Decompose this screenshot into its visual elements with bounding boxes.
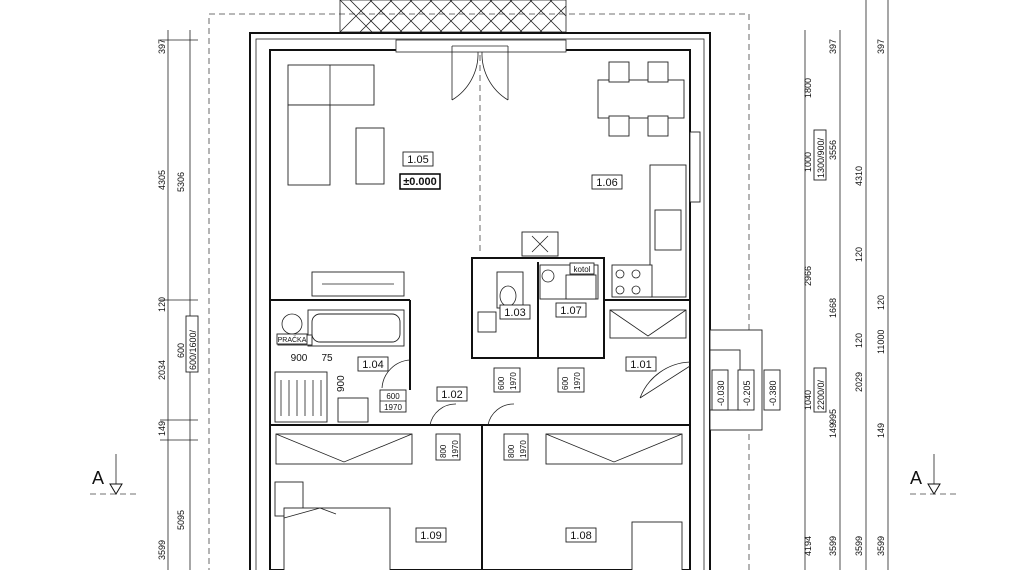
dim-left-2034: 2034 xyxy=(157,360,167,380)
section-marker-left: A xyxy=(90,454,140,495)
dim-rc-397: 397 xyxy=(876,39,886,54)
dim-r-2200-0: 2200/0/ xyxy=(816,379,826,410)
dim-rb-397: 397 xyxy=(828,39,838,54)
room-1-08: 1.08 xyxy=(570,530,591,542)
door-tag-3-h: 1970 xyxy=(573,372,582,390)
dim-rb-3599: 3599 xyxy=(854,536,864,556)
interior-doors xyxy=(381,359,691,426)
room-1-03: 1.03 xyxy=(504,307,525,319)
ext-level-3: -0.380 xyxy=(768,380,778,406)
dim-left-120: 120 xyxy=(157,297,167,312)
door-tag-2-h: 1970 xyxy=(509,372,518,390)
dim-r-1668: 1668 xyxy=(828,298,838,318)
dining-set xyxy=(597,61,685,137)
pracka-label: PRAČKA xyxy=(278,335,307,344)
dim-left-3599: 3599 xyxy=(157,540,167,560)
section-a-left: A xyxy=(92,468,104,488)
dim-rc-11000: 11000 xyxy=(876,330,886,354)
level-mark: ±0.000 xyxy=(403,176,437,188)
bed xyxy=(274,481,391,570)
dim-left-397: 397 xyxy=(157,39,167,54)
room-1-04: 1.04 xyxy=(362,359,383,371)
terrace-doors xyxy=(395,39,567,101)
dim-rb-4310: 4310 xyxy=(854,166,864,186)
interior-walls xyxy=(270,55,690,570)
door-tag-1-w: 600 xyxy=(386,392,400,401)
room-labels: 1.05 ±0.000 1.06 1.03 1.07 1.04 1.02 1.0… xyxy=(357,151,657,543)
kitchen-counter xyxy=(521,164,687,298)
dimension-lines-left: 397 4305 5306 120 600 600/1600/ 2034 149… xyxy=(157,30,199,570)
room-1-06: 1.06 xyxy=(596,177,617,189)
door-tags: 600 1970 600 1970 600 1970 800 1970 800 … xyxy=(379,367,585,461)
dim-r-4194: 4194 xyxy=(803,536,813,556)
dim-r-149: 149 xyxy=(828,423,838,438)
dim-r-1040: 1040 xyxy=(803,390,813,410)
ext-level-2: -0.205 xyxy=(742,380,752,406)
section-marker-right: A xyxy=(910,454,960,495)
room-1-01: 1.01 xyxy=(630,359,651,371)
dim-left-149: 149 xyxy=(157,421,167,436)
dim-rc-120: 120 xyxy=(876,295,886,310)
door-tag-5-w: 800 xyxy=(507,444,516,458)
dim-rc-149: 149 xyxy=(876,423,886,438)
bath-dim-75: 75 xyxy=(321,353,333,364)
terrace-hatch xyxy=(339,0,567,33)
bath-dim-900: 900 xyxy=(291,353,308,364)
dim-rc-3599: 3599 xyxy=(876,536,886,556)
dim-r-3556: 3556 xyxy=(828,140,838,160)
door-tag-5-h: 1970 xyxy=(519,440,528,458)
room-1-05: 1.05 xyxy=(407,154,428,166)
dim-r-3599: 3599 xyxy=(828,536,838,556)
door-tag-1-h: 1970 xyxy=(384,403,402,412)
window-east xyxy=(689,131,701,203)
door-tag-4-w: 800 xyxy=(439,444,448,458)
room-1-07: 1.07 xyxy=(560,305,581,317)
dim-left-600-1600: 600/1600/ xyxy=(188,329,198,370)
dim-left-600: 600 xyxy=(176,343,186,358)
dim-r-1800: 1800 xyxy=(803,78,813,98)
room-1-09: 1.09 xyxy=(420,530,441,542)
dim-r-995: 995 xyxy=(828,409,838,424)
dim-r-2966: 2966 xyxy=(803,266,813,286)
dim-rb-120a: 120 xyxy=(854,247,864,262)
kotol-label: kotol xyxy=(574,265,591,274)
coffee-table xyxy=(355,127,385,185)
dim-left-5095: 5095 xyxy=(176,510,186,530)
bath-dim-900v: 900 xyxy=(336,375,347,392)
section-a-right: A xyxy=(910,468,922,488)
dim-left-4305: 4305 xyxy=(157,170,167,190)
door-tag-3-w: 600 xyxy=(561,376,570,390)
dim-r-1000: 1000 xyxy=(803,152,813,172)
dimension-lines-right: 1800 1000 1300/900/ 3556 2966 1668 1040 … xyxy=(803,0,889,570)
plot-boundary xyxy=(208,13,750,570)
dim-rb-120b: 120 xyxy=(854,333,864,348)
dim-r-2029: 2029 xyxy=(854,372,864,392)
wardrobes xyxy=(275,433,683,465)
dim-r-1300-900: 1300/900/ xyxy=(816,137,826,178)
desk xyxy=(631,521,683,570)
dim-left-5306: 5306 xyxy=(176,172,186,192)
exterior-level-tags: -0.030 -0.205 -0.380 xyxy=(711,369,781,411)
door-tag-4-h: 1970 xyxy=(451,440,460,458)
sofa xyxy=(287,64,375,186)
door-tag-2-w: 600 xyxy=(497,376,506,390)
room-1-02: 1.02 xyxy=(441,389,462,401)
ext-level-1: -0.030 xyxy=(716,380,726,406)
